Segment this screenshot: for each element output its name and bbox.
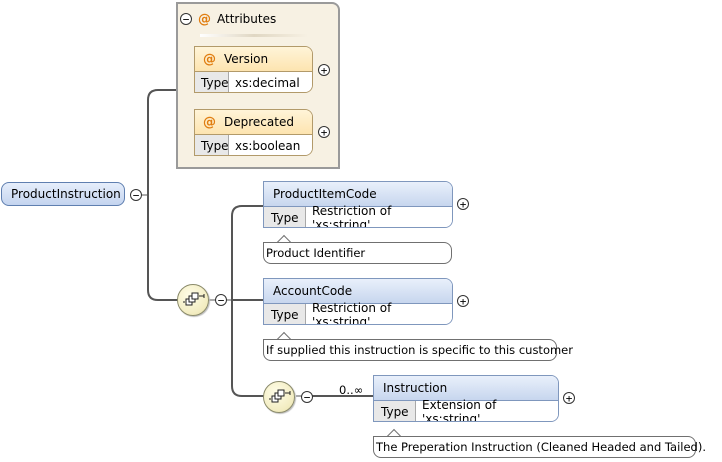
attribute-deprecated[interactable]: @ Deprecated Type xs:boolean — [194, 109, 313, 156]
nested-sequence-collapse-toggle[interactable]: − — [301, 391, 313, 403]
type-label: Type — [264, 304, 306, 324]
documentation-note: If supplied this instruction is specific… — [263, 339, 573, 361]
attributes-group-header: − @ Attributes — [180, 10, 276, 28]
sequence-compositor-icon[interactable] — [177, 284, 209, 316]
documentation-text: If supplied this instruction is specific… — [266, 343, 573, 357]
sequence-compositor-icon[interactable] — [263, 381, 295, 413]
documentation-note: The Preperation Instruction (Cleaned Hea… — [373, 436, 706, 458]
root-element-label: ProductInstruction — [11, 187, 121, 201]
productitemcode-expand-toggle[interactable]: + — [457, 198, 469, 210]
occurrence-label: 0..∞ — [339, 383, 364, 397]
element-name: ProductItemCode — [273, 187, 377, 201]
type-label: Type — [195, 135, 229, 155]
element-name: Instruction — [383, 381, 448, 395]
documentation-text: Product Identifier — [266, 246, 366, 260]
attributes-group-title: Attributes — [217, 12, 277, 26]
element-instruction[interactable]: Instruction Type Extension of 'xs:string… — [373, 375, 559, 422]
attribute-name: Deprecated — [224, 115, 294, 129]
attribute-deprecated-expand-toggle[interactable]: + — [318, 126, 330, 138]
attribute-header: @ Deprecated — [195, 110, 312, 135]
attributes-collapse-toggle[interactable]: − — [180, 13, 192, 25]
at-sign-icon: @ — [203, 114, 216, 130]
root-collapse-toggle[interactable]: − — [130, 189, 142, 201]
type-value: Extension of 'xs:string' — [416, 398, 558, 421]
at-sign-icon: @ — [203, 51, 216, 67]
type-label: Type — [195, 72, 229, 92]
attribute-header: @ Version — [195, 47, 312, 72]
element-productitemcode[interactable]: ProductItemCode Type Restriction of 'xs:… — [263, 181, 453, 228]
element-name: AccountCode — [273, 284, 353, 298]
documentation-note: Product Identifier — [263, 242, 452, 264]
attribute-name: Version — [224, 52, 269, 66]
element-accountcode[interactable]: AccountCode Type Restriction of 'xs:stri… — [263, 278, 453, 325]
attribute-version[interactable]: @ Version Type xs:decimal — [194, 46, 313, 93]
sequence-collapse-toggle[interactable]: − — [215, 294, 227, 306]
type-value: xs:boolean — [229, 135, 312, 155]
at-sign-icon: @ — [198, 11, 211, 27]
attributes-header-divider — [200, 34, 308, 37]
type-value: Restriction of 'xs:string' — [306, 204, 452, 227]
attribute-version-expand-toggle[interactable]: + — [318, 64, 330, 76]
type-label: Type — [374, 401, 416, 421]
accountcode-expand-toggle[interactable]: + — [457, 295, 469, 307]
root-element-productinstruction[interactable]: ProductInstruction — [1, 182, 125, 206]
type-value: Restriction of 'xs:string' — [306, 301, 452, 324]
type-label: Type — [264, 207, 306, 227]
documentation-text: The Preperation Instruction (Cleaned Hea… — [376, 440, 706, 454]
type-value: xs:decimal — [229, 72, 312, 92]
instruction-expand-toggle[interactable]: + — [563, 392, 575, 404]
